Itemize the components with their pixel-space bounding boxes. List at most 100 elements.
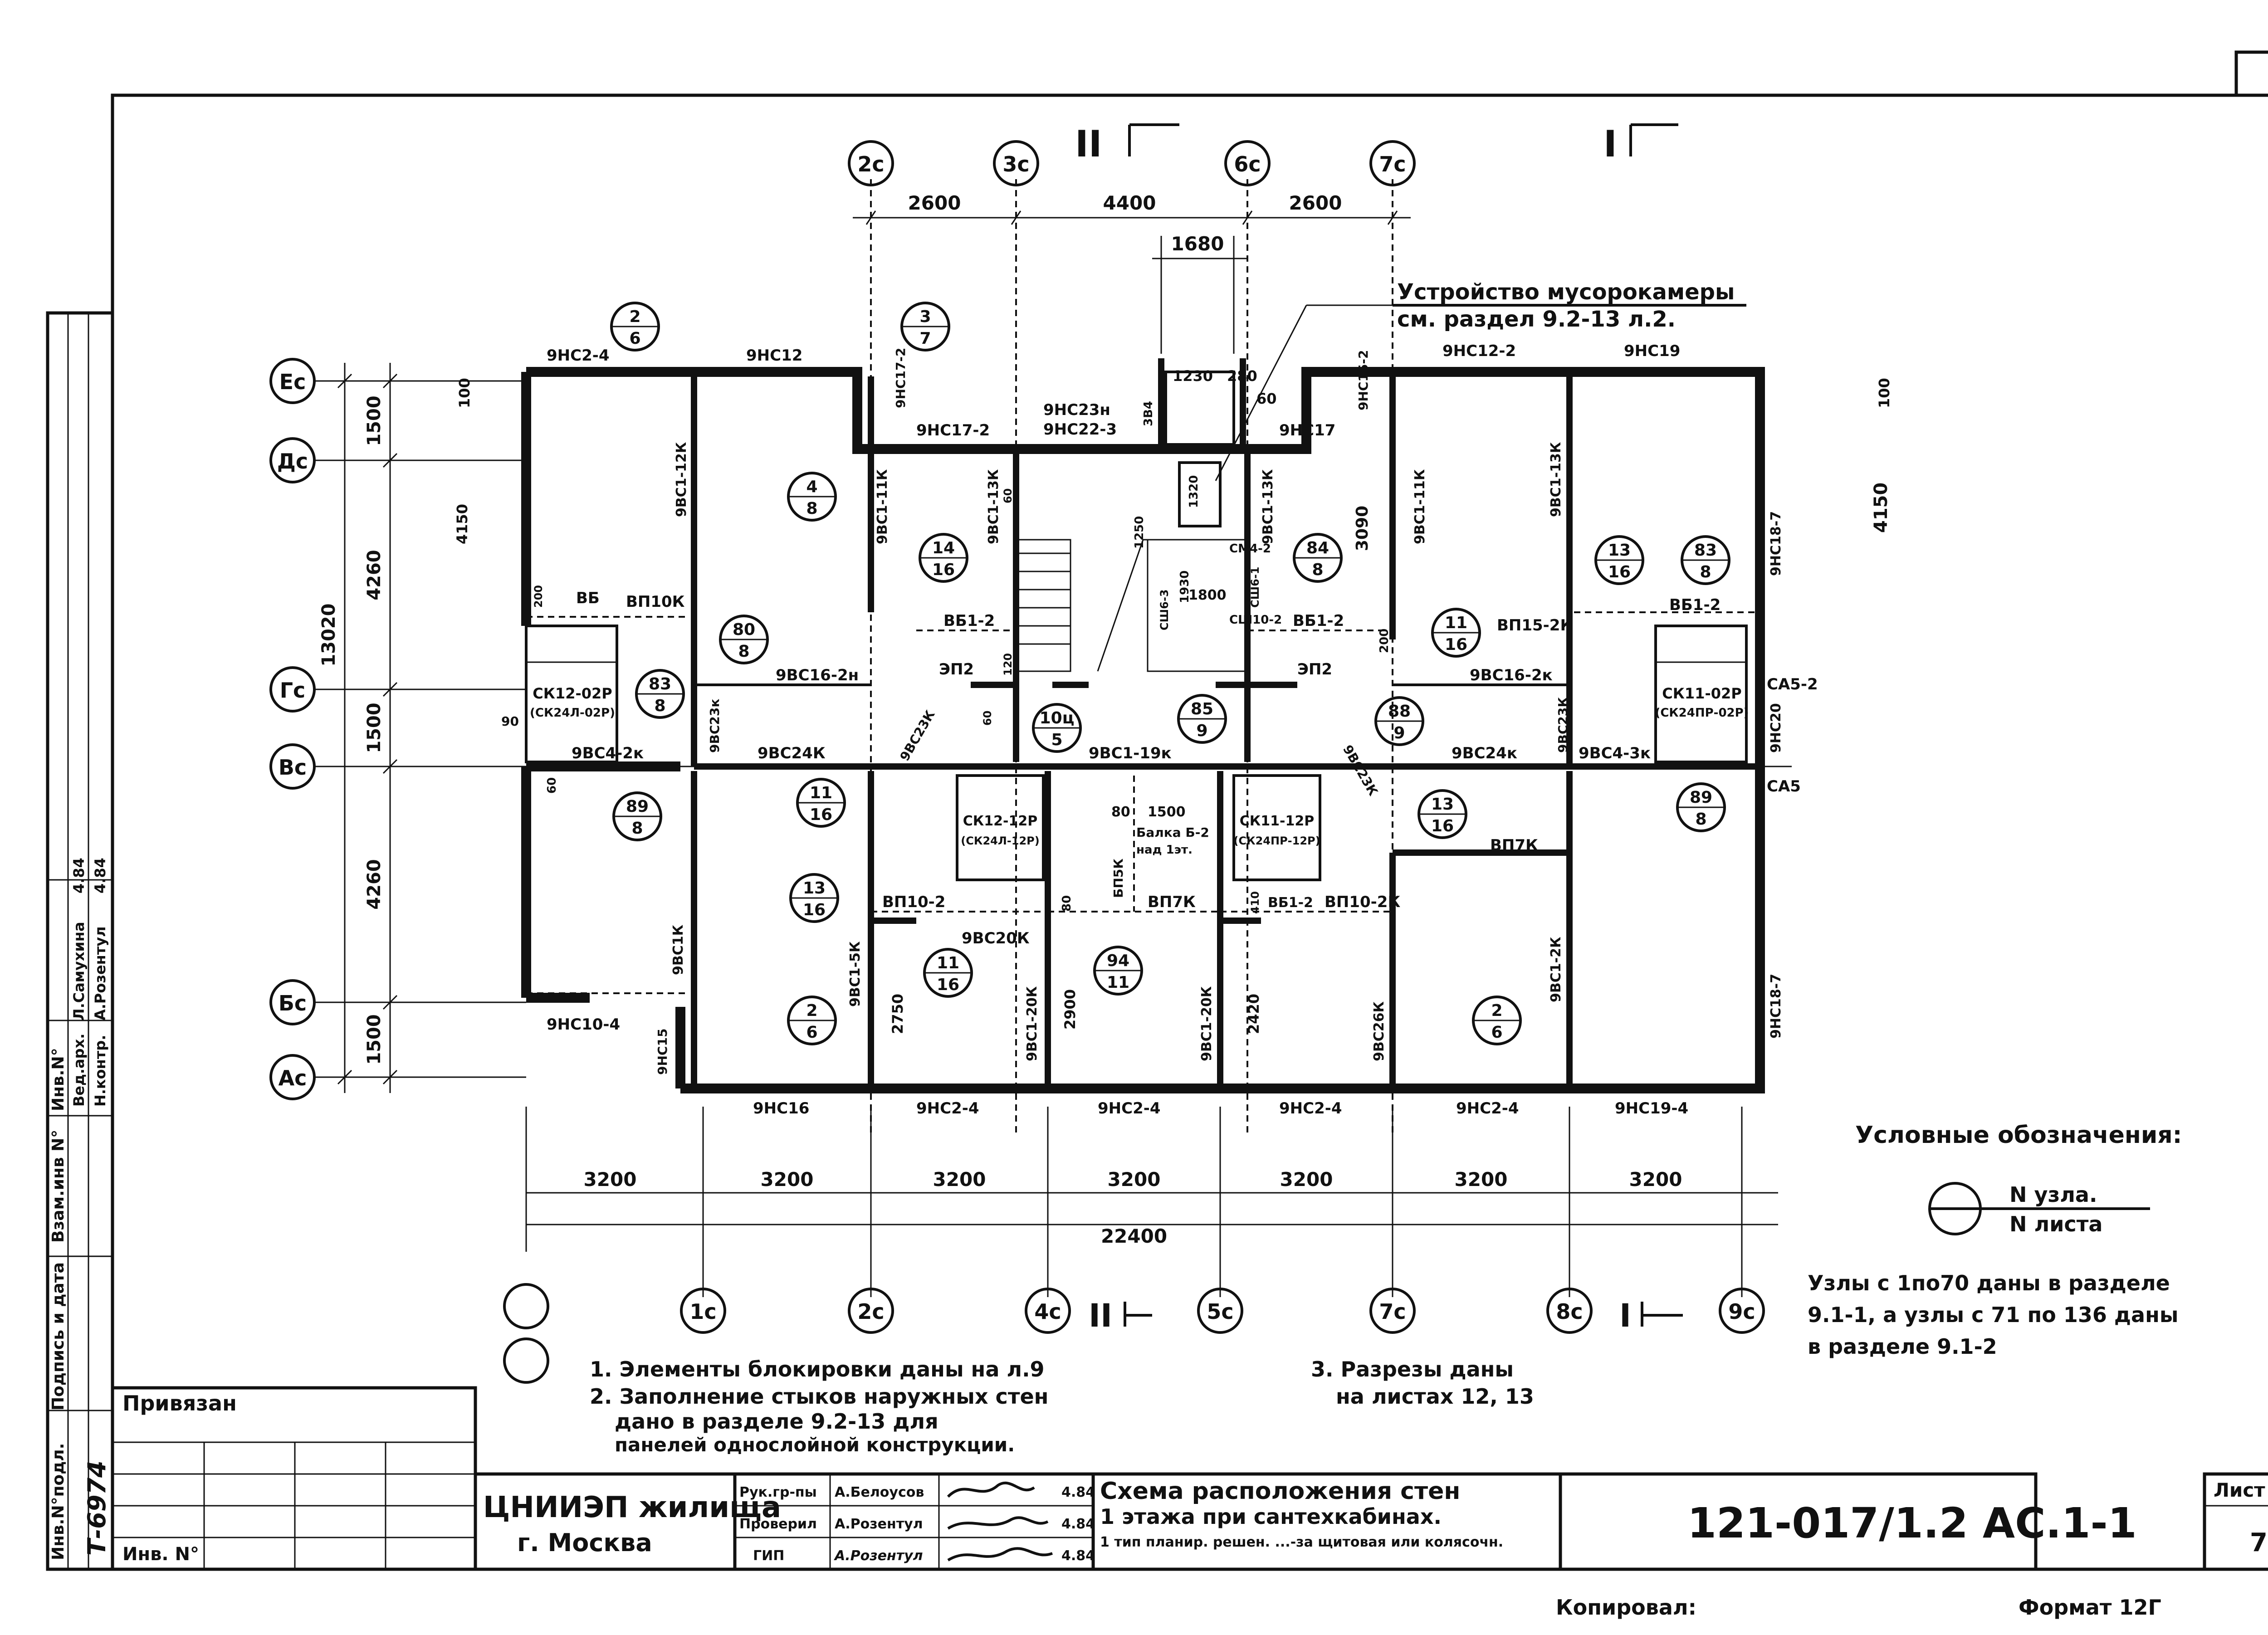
node-number: 11 <box>937 954 959 972</box>
node-number: 14 <box>932 539 955 557</box>
svg-text:ВП10К: ВП10К <box>626 593 685 611</box>
node-number: 11 <box>810 784 832 802</box>
svg-text:ЭП2: ЭП2 <box>939 660 974 678</box>
tb-bound: Привязан <box>122 1391 237 1415</box>
svg-text:3200: 3200 <box>1629 1168 1682 1191</box>
legend-text-3: в разделе 9.1-2 <box>1808 1334 1997 1359</box>
svg-text:СК12-02Р: СК12-02Р <box>533 685 612 702</box>
svg-text:3090: 3090 <box>1353 506 1372 551</box>
svg-text:ВБ1-2: ВБ1-2 <box>1268 895 1313 911</box>
svg-text:1500: 1500 <box>1148 804 1186 820</box>
svg-text:СМ4-2: СМ4-2 <box>1229 542 1271 556</box>
wall-labels: 9НС2-4 9НС12 9НС17-2 9НС17-2 9НС23н 9НС2… <box>547 342 1818 1118</box>
cabin-4: СК11-12Р (СК24ПР-12Р) <box>1232 774 1321 881</box>
svg-text:90: 90 <box>501 714 519 729</box>
svg-text:9ВС4-2к: 9ВС4-2к <box>572 744 644 762</box>
svg-text:9ВС1-20К: 9ВС1-20К <box>1024 986 1040 1061</box>
node-sheet: 16 <box>932 561 955 579</box>
node-number: 88 <box>1388 702 1411 721</box>
svg-text:9ВС1К: 9ВС1К <box>670 924 686 975</box>
svg-text:9НС2-4: 9НС2-4 <box>547 347 610 365</box>
strip-col-3: Взам.инв N° <box>49 1130 68 1243</box>
svg-text:I: I <box>1603 123 1617 165</box>
svg-text:2750: 2750 <box>889 994 906 1034</box>
svg-text:60: 60 <box>981 711 994 726</box>
svg-text:9НС22-3: 9НС22-3 <box>1043 420 1117 439</box>
note-3b: на листах 12, 13 <box>1336 1384 1534 1409</box>
section-mark-top-left: II <box>1075 123 1179 165</box>
strip-role-2: Н.контр. <box>92 1035 109 1107</box>
svg-text:9ВС23к: 9ВС23к <box>707 699 722 753</box>
svg-text:Вc: Вc <box>279 755 307 780</box>
tb-date-2: 4.84 <box>1061 1516 1095 1532</box>
notes: 1. Элементы блокировки даны на л.9 2. За… <box>590 1357 1534 1456</box>
svg-text:7c: 7c <box>1379 1299 1406 1324</box>
tb-signature-3 <box>947 1547 1053 1562</box>
svg-text:100: 100 <box>456 378 473 408</box>
svg-text:Балка Б-2: Балка Б-2 <box>1136 825 1209 840</box>
axis-bubble-bottom-1c: 1c <box>680 1288 726 1334</box>
svg-text:I: I <box>1619 1297 1631 1334</box>
svg-text:СШ10-2: СШ10-2 <box>1229 613 1282 627</box>
axis-bubble-top-7c: 7c <box>1369 140 1416 186</box>
svg-text:1250: 1250 <box>1133 516 1146 549</box>
axis-bubble-bottom-5c: 5c <box>1197 1288 1243 1334</box>
node-bubble: 808 <box>719 615 769 664</box>
node-bubble: 838 <box>1681 535 1730 585</box>
svg-text:II: II <box>1075 123 1102 165</box>
strip-name-1: Л.Самухина <box>70 922 88 1020</box>
legend-text-1: Узлы с 1по70 даны в разделе <box>1808 1271 2170 1295</box>
svg-text:Ac: Ac <box>279 1066 307 1090</box>
axis-bubble-top-2c: 2c <box>848 140 894 186</box>
dim-chain-bottom: 3200 3200 3200 3200 3200 3200 3200 22400 <box>525 1107 1778 1297</box>
svg-text:9НС12-2: 9НС12-2 <box>1442 342 1516 360</box>
tb-role-1: Рук.гр-пы <box>739 1484 817 1500</box>
svg-text:120: 120 <box>1002 653 1014 676</box>
tb-org-2: г. Москва <box>517 1528 652 1557</box>
svg-text:Устройство мусорокамеры: Устройство мусорокамеры <box>1397 279 1735 305</box>
svg-text:6c: 6c <box>1234 152 1261 176</box>
title-block: Привязан Инв. N° ЦНИИЭП жилища г. Москва… <box>111 1386 2268 1620</box>
svg-text:3200: 3200 <box>1108 1168 1161 1191</box>
svg-text:9ВС1-12К: 9ВС1-12К <box>674 442 689 517</box>
svg-text:ВП10-2К: ВП10-2К <box>1325 893 1400 911</box>
svg-text:9ВС1-5К: 9ВС1-5К <box>847 941 863 1007</box>
svg-text:СШ10-2: СШ10-2 <box>1089 551 1091 552</box>
tb-role-2: Проверил <box>739 1516 817 1532</box>
svg-text:2420: 2420 <box>1245 994 1262 1034</box>
strip-role-1: Вед.арх. <box>70 1034 88 1107</box>
svg-text:ВБ1-2: ВБ1-2 <box>1293 612 1344 630</box>
svg-text:4150: 4150 <box>454 504 471 544</box>
svg-text:1230: 1230 <box>1173 367 1213 385</box>
svg-text:9НС15: 9НС15 <box>655 1029 670 1075</box>
svg-text:9ВС23К: 9ВС23К <box>1340 742 1381 798</box>
node-number: 2 <box>629 307 640 326</box>
svg-text:9ВС1-13К: 9ВС1-13К <box>986 469 1002 544</box>
strip-date-1: 4.84 <box>70 858 88 893</box>
svg-text:см. раздел 9.2-13 л.2.: см. раздел 9.2-13 л.2. <box>1397 307 1676 332</box>
svg-text:9ВС1-20К: 9ВС1-20К <box>1199 986 1215 1061</box>
cabin-2: СК11-02Р (СК24ПР-02Р) <box>1654 625 1749 763</box>
svg-text:над 1эт.: над 1эт. <box>1136 843 1193 857</box>
node-sheet: 7 <box>919 329 931 348</box>
legend-title: Условные обозначения: <box>1855 1122 2182 1149</box>
corner-number-box <box>2234 50 2268 97</box>
svg-text:200: 200 <box>1378 629 1391 653</box>
node-sheet: 16 <box>1445 635 1467 654</box>
dim-left-1: 1500 <box>364 395 385 446</box>
svg-text:80: 80 <box>1111 804 1130 820</box>
svg-text:9ВС24К: 9ВС24К <box>758 744 826 762</box>
svg-text:9НС10-4: 9НС10-4 <box>547 1015 620 1034</box>
svg-text:СК12-12Р: СК12-12Р <box>963 813 1037 829</box>
svg-text:(СК24Л-02Р): (СК24Л-02Р) <box>530 706 615 720</box>
node-number: 94 <box>1107 952 1129 970</box>
svg-text:60: 60 <box>545 777 559 794</box>
strip-inv-value: Т-6974 <box>83 1460 111 1556</box>
axis-bubble-bottom-2c: 2c <box>848 1288 894 1334</box>
svg-text:9ВС23К: 9ВС23К <box>1555 697 1570 753</box>
node-sheet: 6 <box>1491 1023 1502 1042</box>
node-sheet: 8 <box>631 819 643 838</box>
node-bubble: 838 <box>635 669 685 719</box>
